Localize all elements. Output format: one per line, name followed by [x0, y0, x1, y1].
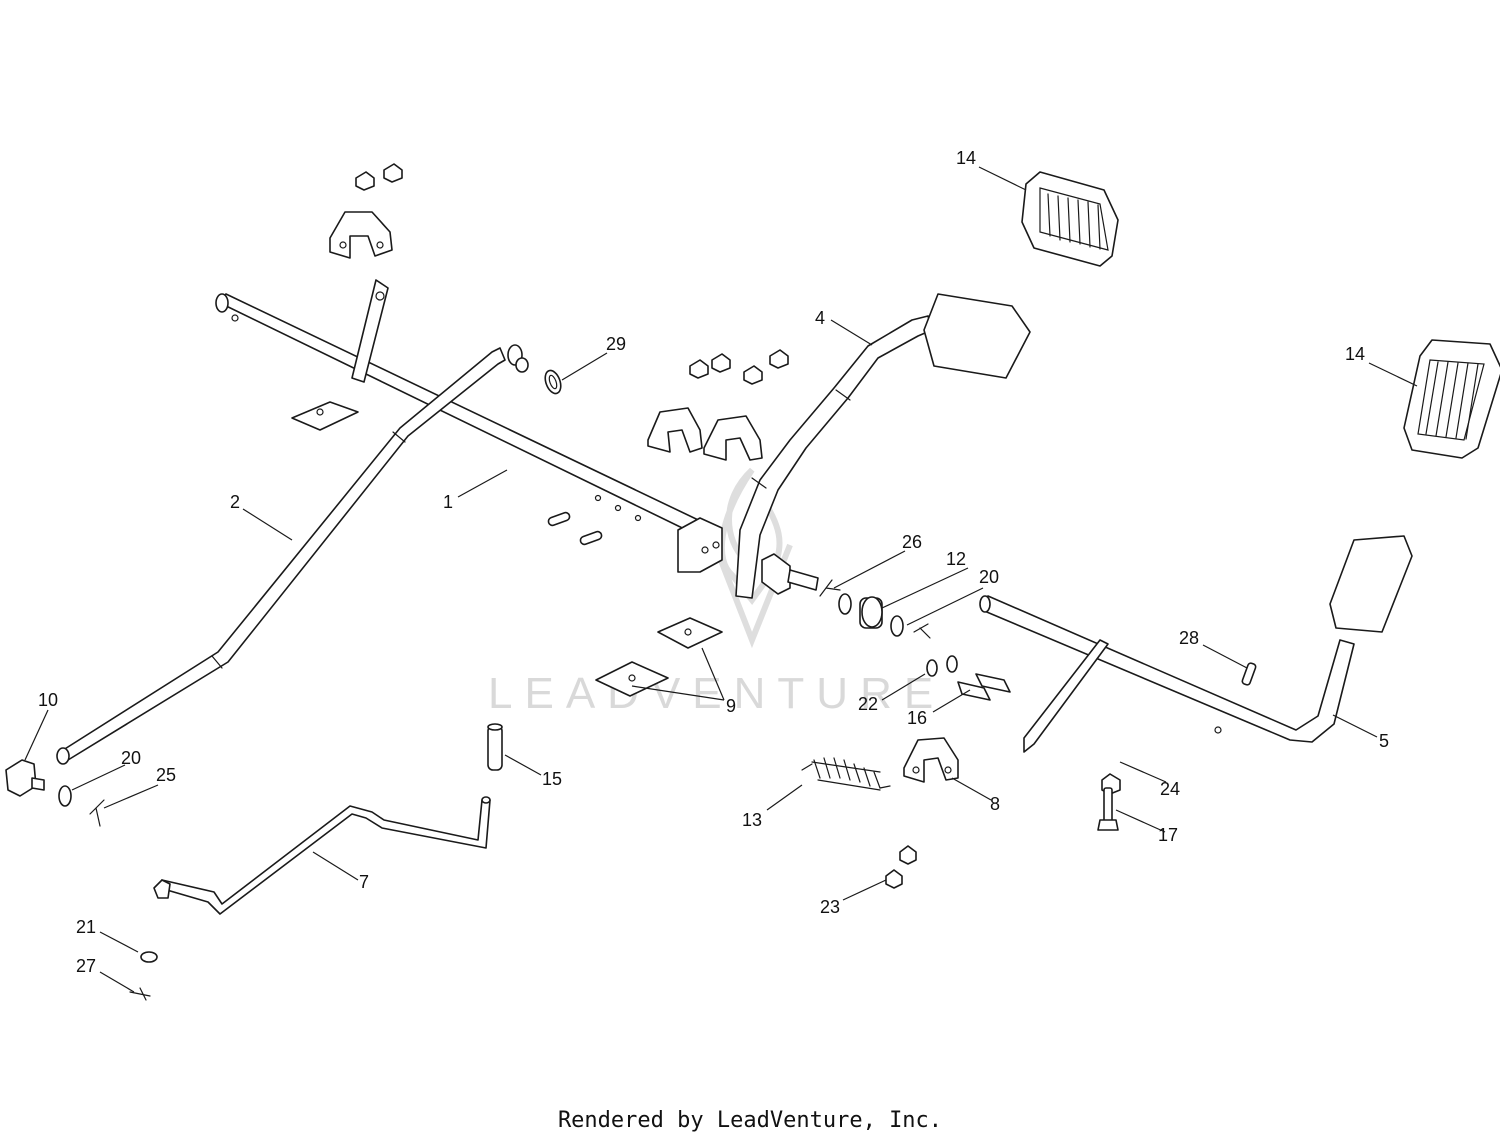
callout-20-right: 20	[979, 567, 999, 587]
callout-26: 26	[902, 532, 922, 552]
part-15-pin	[487, 723, 503, 771]
callout-4: 4	[815, 308, 825, 328]
callout-21: 21	[76, 917, 96, 937]
callout-5: 5	[1379, 731, 1389, 751]
part-10-end-fitting	[5, 759, 45, 797]
watermark: LEADVENTURE	[488, 467, 945, 718]
part-5-pedal-arm	[979, 535, 1413, 753]
part-7-link-rod	[153, 796, 491, 915]
footer-credit: Rendered by LeadVenture, Inc.	[557, 1108, 943, 1133]
leader-lines	[24, 166, 1418, 993]
callout-8: 8	[990, 794, 1000, 814]
callout-27: 27	[76, 956, 96, 976]
part-29-retaining-ring	[544, 369, 562, 395]
watermark-text: LEADVENTURE	[488, 669, 945, 718]
upper-bracket-assembly	[329, 163, 403, 259]
hardware-stack	[819, 579, 931, 639]
callout-29: 29	[606, 334, 626, 354]
part-2-rod	[56, 344, 529, 765]
callout-15: 15	[542, 769, 562, 789]
part-13-spring	[801, 757, 891, 791]
callout-10: 10	[38, 690, 58, 710]
part-23-nuts	[885, 845, 917, 889]
callout-1: 1	[443, 492, 453, 512]
callout-2: 2	[230, 492, 240, 512]
middle-bracket-assembly	[647, 349, 789, 461]
callout-22: 22	[858, 694, 878, 714]
callout-9: 9	[726, 696, 736, 716]
part-1-cross-shaft	[215, 279, 723, 573]
bottom-left-hardware	[129, 951, 158, 1001]
callout-labels: 1 2 4 5 7 8 9 10 12 13 14 14 15 16 17 20…	[38, 148, 1389, 976]
part-28-pin	[1241, 662, 1257, 686]
shaft-pins	[547, 511, 603, 546]
part-14-pedal-pad-upper	[1021, 171, 1119, 267]
callout-17: 17	[1158, 825, 1178, 845]
right-nut-bolt	[1097, 773, 1121, 831]
callout-16: 16	[907, 708, 927, 728]
part-8-bracket	[903, 737, 959, 783]
callout-14-lower: 14	[1345, 344, 1365, 364]
callout-24: 24	[1160, 779, 1180, 799]
callout-12: 12	[946, 549, 966, 569]
part-4-pedal-arm	[735, 293, 1031, 599]
callout-25: 25	[156, 765, 176, 785]
part-14-pedal-pad-lower	[1403, 339, 1500, 459]
left-washer-pin	[58, 785, 105, 827]
callout-20-left: 20	[121, 748, 141, 768]
part-9-plates	[595, 617, 723, 697]
callout-13: 13	[742, 810, 762, 830]
callout-28: 28	[1179, 628, 1199, 648]
shaft-plate	[291, 401, 359, 431]
callout-14-upper: 14	[956, 148, 976, 168]
callout-23: 23	[820, 897, 840, 917]
callout-7: 7	[359, 872, 369, 892]
washers-bolts	[926, 655, 1011, 701]
